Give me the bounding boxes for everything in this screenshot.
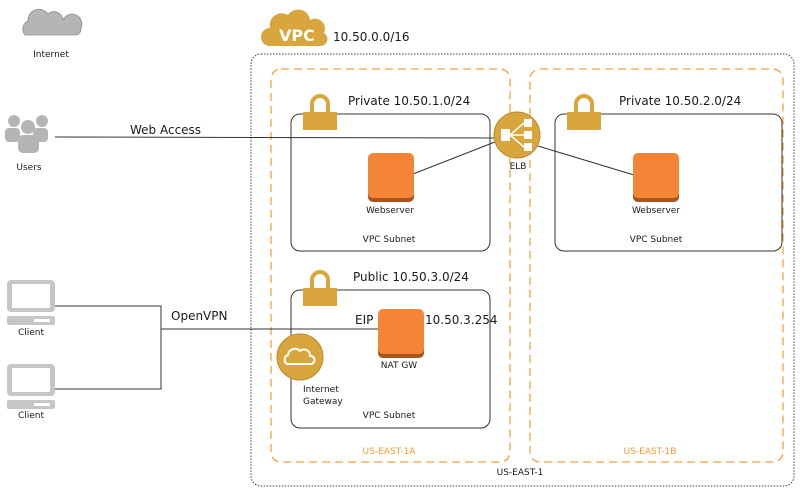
- vpc-badge-label: VPC: [279, 26, 315, 45]
- nat-private-ip-label: 10.50.3.254: [425, 313, 498, 327]
- subnet-private-b-title: Private 10.50.2.0/24: [619, 94, 742, 108]
- az-b-border: [529, 68, 784, 463]
- az-b-label: US-EAST-1B: [623, 447, 677, 457]
- users-label: Users: [16, 163, 42, 173]
- internet-gateway-icon[interactable]: [276, 333, 324, 381]
- webserver-b-instance-icon[interactable]: [633, 153, 679, 202]
- elb-to-webserver-b-line: [537, 145, 635, 176]
- vpc-cidr-label: 10.50.0.0/16: [333, 30, 410, 44]
- subnet-private-b-box[interactable]: [554, 113, 783, 252]
- lock-public-a-icon: [303, 270, 337, 306]
- client-2-label: Client: [17, 411, 45, 421]
- subnet-private-a-title: Private 10.50.1.0/24: [348, 94, 471, 108]
- subnet-private-b-footer: VPC Subnet: [629, 235, 683, 245]
- webserver-a-label: Webserver: [365, 206, 415, 216]
- openvpn-label: OpenVPN: [171, 309, 228, 323]
- az-a-border: [270, 68, 511, 463]
- subnet-private-a-box[interactable]: [290, 113, 491, 252]
- web-access-line: [54, 136, 501, 139]
- region-border: [250, 53, 795, 487]
- lock-private-a-icon: [303, 94, 337, 130]
- region-label: US-EAST-1: [496, 468, 544, 478]
- vpc-cloud-icon: [261, 9, 328, 47]
- client-1-laptop-icon: [7, 280, 55, 325]
- openvpn-lines: [55, 305, 162, 390]
- eip-label: EIP: [355, 313, 374, 327]
- lock-private-b-icon: [567, 94, 601, 130]
- internet-cloud-icon: [22, 8, 83, 36]
- webserver-a-instance-icon[interactable]: [368, 153, 414, 202]
- nat-gw-instance-icon[interactable]: [378, 309, 424, 358]
- az-a-label: US-EAST-1A: [362, 447, 416, 457]
- elb-to-webserver-a-line: [412, 139, 501, 175]
- elb-label: ELB: [509, 162, 527, 172]
- web-access-label: Web Access: [130, 123, 202, 137]
- internet-label: Internet: [33, 50, 69, 60]
- subnet-private-a-footer: VPC Subnet: [362, 235, 416, 245]
- subnet-public-a-footer: VPC Subnet: [362, 411, 416, 421]
- elb-load-balancer-icon[interactable]: [493, 111, 541, 159]
- client-2-laptop-icon: [7, 364, 55, 409]
- nat-gw-label: NAT GW: [380, 361, 418, 371]
- client-1-label: Client: [17, 328, 45, 338]
- internet-gateway-label: Internet Gateway: [303, 385, 343, 407]
- users-icon: [5, 115, 48, 153]
- subnet-public-a-title: Public 10.50.3.0/24: [353, 270, 469, 284]
- webserver-b-label: Webserver: [631, 206, 681, 216]
